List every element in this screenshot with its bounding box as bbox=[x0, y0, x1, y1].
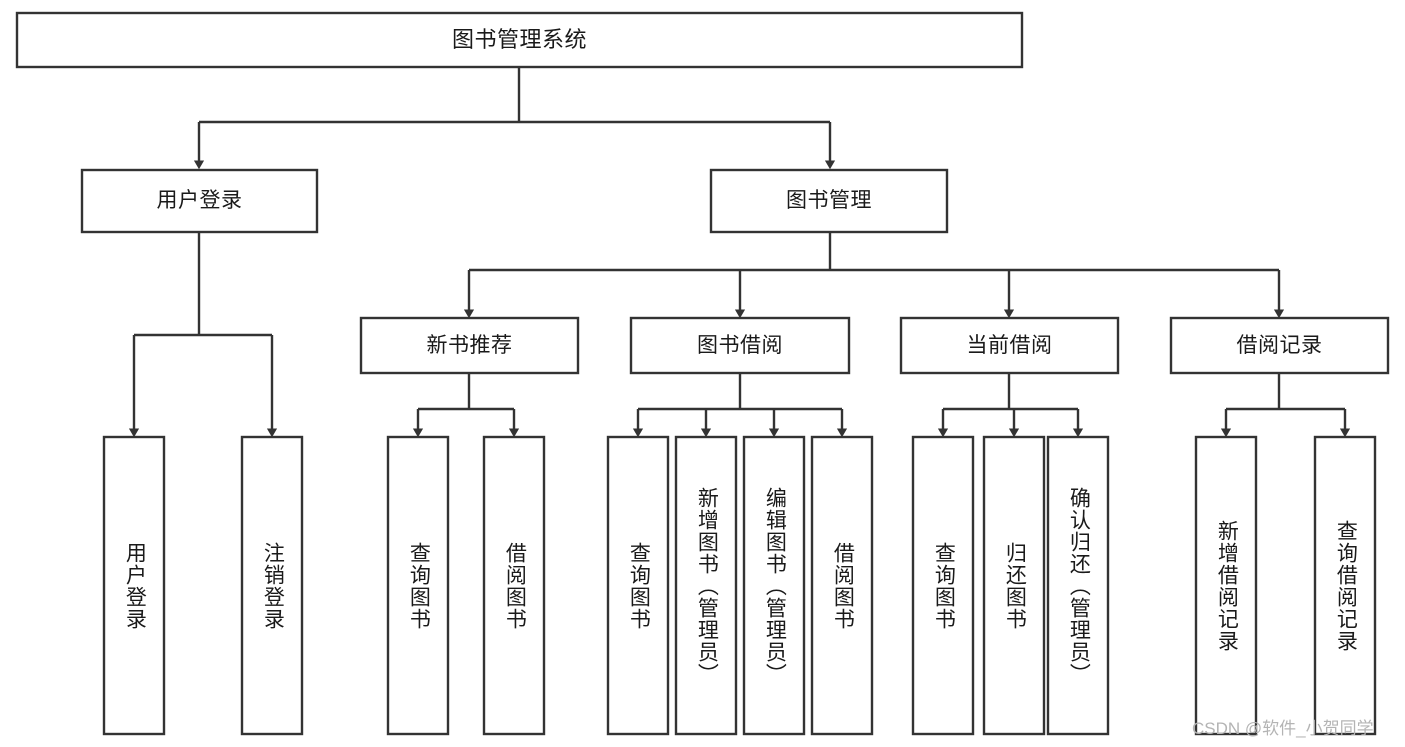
node-box-user-login-do[interactable] bbox=[102, 435, 166, 736]
node-box-query-book-3[interactable] bbox=[911, 435, 975, 736]
node-box-user-logout[interactable] bbox=[240, 435, 304, 736]
node-box-query-book-2[interactable] bbox=[606, 435, 670, 736]
node-box-confirm-return-admin[interactable] bbox=[1046, 435, 1110, 736]
node-box-borrow-record[interactable] bbox=[1169, 316, 1390, 375]
node-box-current-borrow[interactable] bbox=[899, 316, 1120, 375]
node-box-add-book-admin[interactable] bbox=[674, 435, 738, 736]
node-box-root[interactable] bbox=[15, 11, 1024, 69]
node-box-return-book[interactable] bbox=[982, 435, 1046, 736]
node-box-add-borrow-record[interactable] bbox=[1194, 435, 1258, 736]
node-box-query-borrow-record[interactable] bbox=[1313, 435, 1377, 736]
node-box-borrow-book-1[interactable] bbox=[482, 435, 546, 736]
node-box-query-book-1[interactable] bbox=[386, 435, 450, 736]
node-box-book-borrow[interactable] bbox=[629, 316, 851, 375]
node-box-book-manage[interactable] bbox=[709, 168, 949, 234]
node-box-new-book-recommend[interactable] bbox=[359, 316, 580, 375]
node-box-edit-book-admin[interactable] bbox=[742, 435, 806, 736]
node-box-borrow-book-2[interactable] bbox=[810, 435, 874, 736]
node-box-user-login[interactable] bbox=[80, 168, 319, 234]
